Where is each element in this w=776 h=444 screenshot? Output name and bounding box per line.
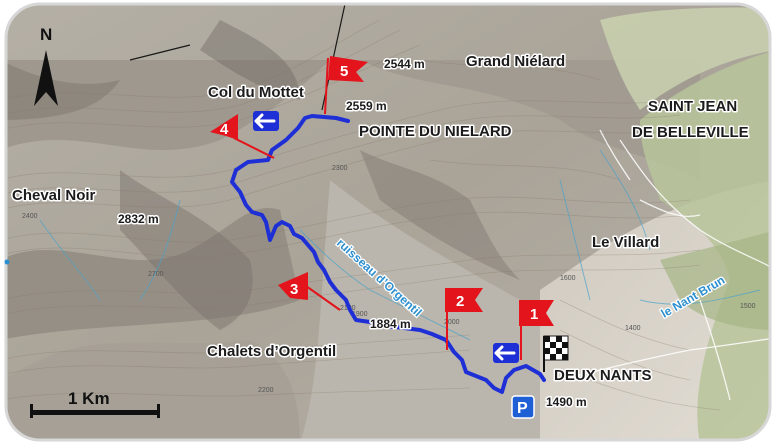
place-label-pointe-du-nielard: POINTE DU NIELARD [359,123,512,140]
contour-label: 1900 [352,311,368,318]
north-arrow: N [34,25,58,106]
direction-arrow-icon [493,343,519,363]
waypoint-flag-3[interactable]: 3 [278,272,341,311]
scale-label: 1 Km [68,389,110,408]
place-label-saint-jean-line1: SAINT JEAN [648,98,737,115]
map-frame [4,2,772,442]
edge-marker [4,259,10,265]
direction-arrow-icon [253,111,279,131]
contour-label: 1400 [625,325,641,332]
elevation-label: 1490 m [546,395,587,409]
contour-label: 2700 [148,271,164,278]
place-label-le-villard: Le Villard [592,234,659,251]
contour-label: 2400 [22,213,38,220]
streams-layer [39,149,761,341]
waypoint-flag-5[interactable]: 5 [324,56,368,115]
place-label-deux-nants: DEUX NANTS [554,367,652,384]
elevation-label: 2544 m [384,57,425,71]
parking-letter: P [517,400,528,417]
waypoint-number: 1 [530,306,538,323]
waypoint-number: 2 [456,293,464,310]
place-label-grand-nielard: Grand Niélard [466,53,565,70]
waypoint-number: 3 [290,281,298,298]
contour-label: 2000 [444,319,460,326]
elevation-label: 1884 m [370,317,411,331]
contour-label: 2200 [258,387,274,394]
place-label-saint-jean-line2: DE BELLEVILLE [632,124,749,141]
contour-label: 1500 [740,303,756,310]
waypoint-number: 5 [340,63,348,80]
waypoint-flag-1[interactable]: 1 [519,300,554,360]
place-label-cheval-noir: Cheval Noir [12,187,96,204]
north-arrow-icon [34,50,58,106]
scale-bar: 1 Km [30,389,160,418]
waypoint-flag-4[interactable]: 4 [210,114,275,159]
hiking-route[interactable] [230,114,546,394]
waypoint-number: 4 [220,121,229,138]
parking-icon: P [511,395,535,419]
place-label-col-du-mottet: Col du Mottet [208,84,304,101]
contour-label: 1600 [560,275,576,282]
place-label-chalets-dorgentil: Chalets d’Orgentil [207,343,336,360]
elevation-label: 2559 m [346,99,387,113]
roads-layer [559,129,770,401]
contour-label: 2300 [332,165,348,172]
trail-line [129,44,191,61]
elevation-label: 2832 m [118,212,159,226]
north-letter: N [40,25,52,44]
waypoint-flag-2[interactable]: 2 [445,288,483,350]
start-finish-flag-icon [543,335,569,372]
